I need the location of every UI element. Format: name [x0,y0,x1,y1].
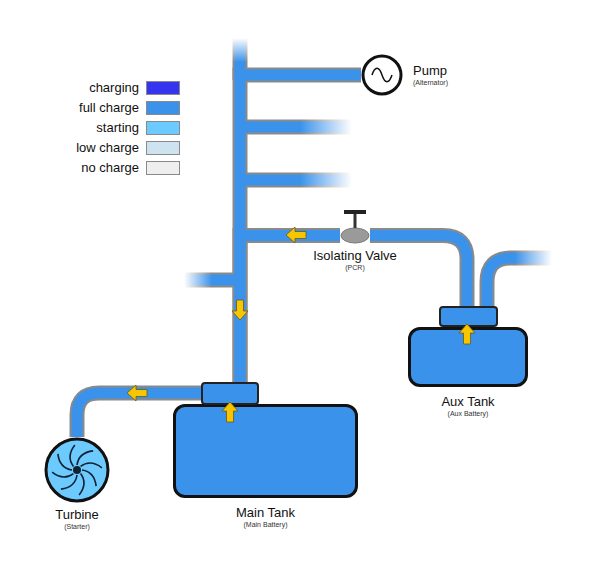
part-name: Isolating Valve [313,248,397,263]
part-note: (PCR) [313,263,397,272]
legend-swatch [146,101,180,115]
node-label: Pump(Alternator) [413,63,448,87]
part-note: (Starter) [55,522,99,531]
flow-arrow [232,300,248,320]
flow-arrows [127,227,475,422]
tank-outlet [440,307,497,326]
legend-swatch [146,81,180,95]
flow-arrow [127,385,147,401]
node-label: Main Tank(Main Battery) [236,505,295,529]
valve-stem [354,213,357,228]
valve-handle [344,210,366,214]
turbine-circle-outline [44,437,110,503]
flow-arrow [286,227,306,243]
part-name: Turbine [55,507,99,522]
valve-symbol-outline [340,227,370,244]
legend-text: charging [9,80,139,95]
legend-text: full charge [9,100,139,115]
part-name: Pump [413,63,448,78]
node-label: Isolating Valve(PCR) [313,248,397,272]
legend-text: starting [9,120,139,135]
flow-arrow [459,324,475,344]
legend-swatch [146,121,180,135]
legend-swatch [146,141,180,155]
legend-swatch [146,161,180,175]
pump-circle-outline [361,54,403,96]
part-note: (Alternator) [413,78,448,87]
tank-box: Main Tank(Main Battery) [173,404,358,498]
valve-symbol: Isolating Valve(PCR) [340,227,370,244]
node-label: Turbine(Starter) [55,507,99,531]
tank-outlet [202,383,258,404]
flow-arrow [222,402,238,422]
pump-circle: Pump(Alternator) [361,54,403,96]
tank-box: Aux Tank(Aux Battery) [408,327,528,387]
turbine-circle: Turbine(Starter) [44,437,110,503]
legend-text: no charge [9,160,139,175]
node-label: Aux Tank(Aux Battery) [441,394,494,418]
part-name: Aux Tank [441,394,494,409]
part-name: Main Tank [236,505,295,520]
part-note: (Main Battery) [236,520,295,529]
part-note: (Aux Battery) [441,409,494,418]
legend-text: low charge [9,140,139,155]
